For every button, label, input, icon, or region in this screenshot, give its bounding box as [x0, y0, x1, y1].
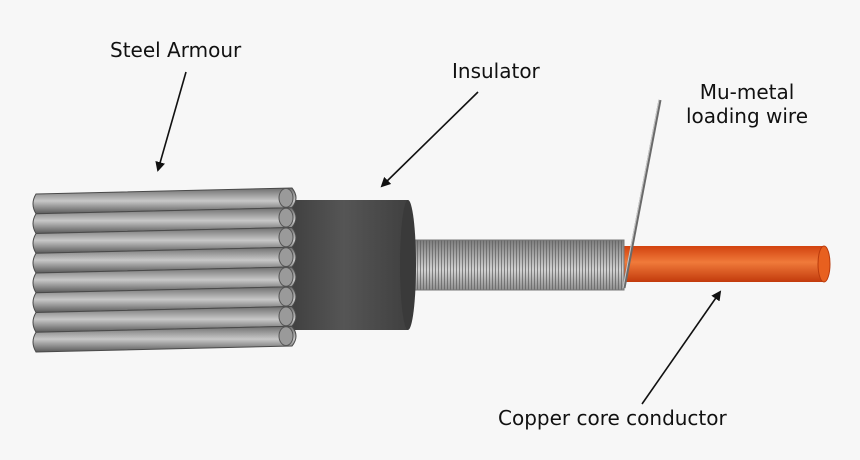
armour-strand-end — [278, 188, 294, 208]
armour-strand-end — [278, 306, 294, 327]
armour-strand-end — [278, 286, 294, 307]
arrow-steel-armour — [155, 71, 187, 172]
arrow-copper — [641, 290, 722, 405]
armour-strand-end — [278, 227, 294, 248]
label-steel-armour: Steel Armour — [110, 38, 242, 62]
armour-strand-end — [278, 326, 294, 347]
armour-strand — [32, 325, 297, 353]
label-mu-metal-line2: loading wire — [685, 104, 809, 128]
label-mu-metal: Mu-metal loading wire — [672, 80, 822, 128]
armour-strand-end — [278, 207, 294, 228]
arrow-insulator — [380, 91, 479, 188]
label-copper-core: Copper core conductor — [498, 406, 727, 430]
label-insulator: Insulator — [452, 59, 540, 83]
armour-strand-end — [278, 267, 294, 287]
label-mu-metal-line1: Mu-metal — [699, 80, 795, 104]
loading-wire-lead — [622, 99, 662, 289]
copper-core — [612, 245, 831, 283]
steel-armour — [32, 187, 297, 353]
armour-strand-end — [278, 247, 294, 268]
loading-wire-coil — [407, 239, 625, 291]
arrows — [155, 71, 722, 405]
